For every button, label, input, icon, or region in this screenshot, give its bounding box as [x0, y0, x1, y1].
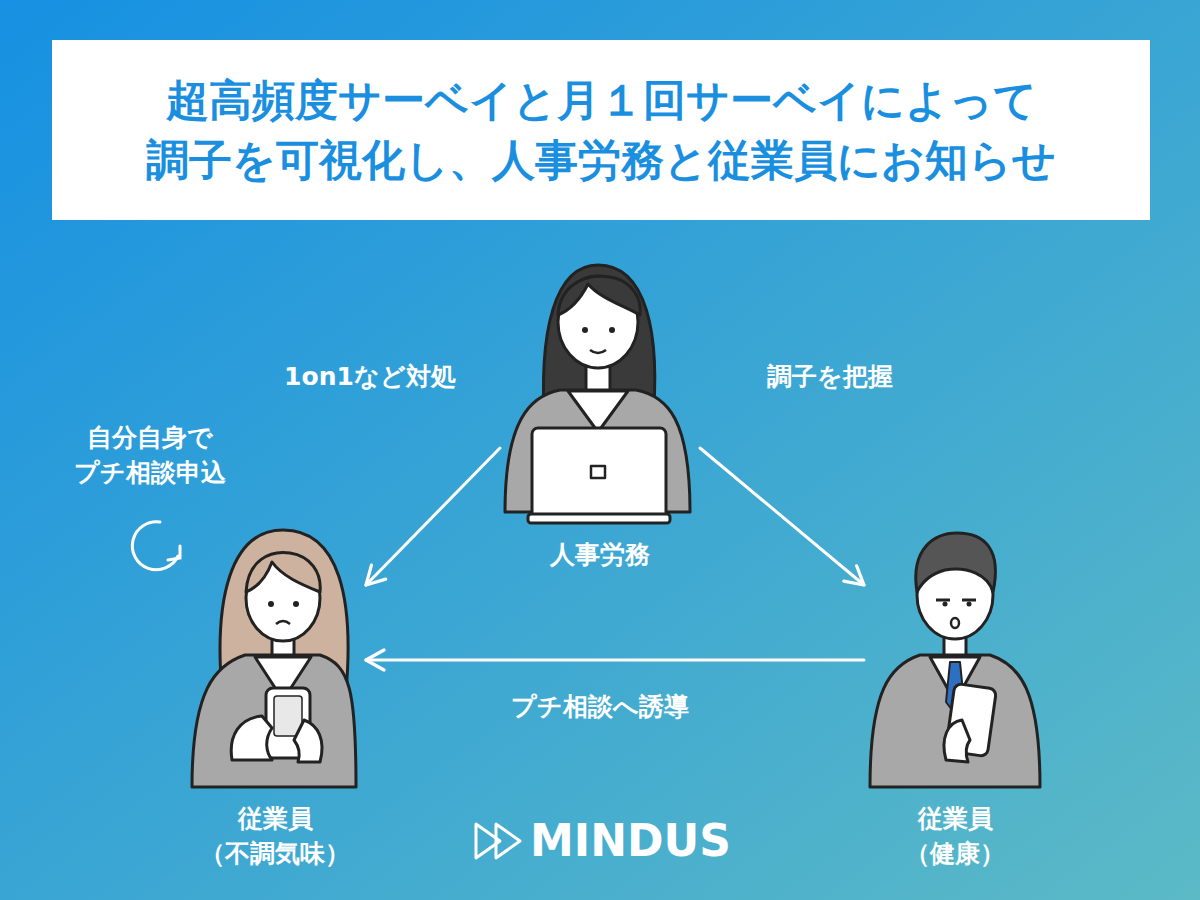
edge-label: 1on1など対処: [284, 360, 456, 393]
flow-arrow: [366, 448, 500, 585]
cycle-arrow-icon: [132, 522, 180, 570]
unwell-employee-figure-part: [231, 716, 272, 760]
hr-person-figure-part: [582, 327, 588, 333]
hr-person-figure-part: [568, 391, 628, 432]
hr-person-node: 人事労務: [500, 262, 700, 579]
hr-person-figure-part: [558, 276, 640, 315]
self-consult-note: 自分自身で プチ相談申込: [55, 420, 245, 490]
hr-person-figure-part: [609, 327, 615, 333]
healthy-employee-figure-part: [916, 533, 996, 592]
unwell-employee-node: 従業員 （不調気味）: [184, 525, 366, 877]
cycle-arrow-icon-part: [132, 522, 178, 570]
healthy-employee-node: 従業員 （健康）: [864, 525, 1046, 877]
hr-person-figure-part: [528, 514, 670, 523]
logo-text: MINDUS: [530, 810, 790, 872]
unwell-employee-figure-part: [293, 601, 299, 607]
unwell-employee-figure-part: [276, 621, 290, 624]
unwell-employee-figure-part: [294, 720, 322, 762]
hr-person-figure-part: [532, 428, 666, 520]
unwell-employee-figure: [192, 530, 356, 787]
edge-label: プチ相談へ誘導: [511, 690, 689, 723]
flow-arrow: [366, 659, 864, 662]
title-text: 超高頻度サーベイと月１回サーベイによって 調子を可視化し、人事労務と従業員にお知…: [72, 70, 1130, 190]
logo-icon-part: [496, 824, 520, 858]
person-label: 従業員 （不調気味）: [190, 802, 360, 871]
hr-person-figure-part: [591, 466, 605, 478]
person-label: 従業員 （健康）: [870, 802, 1040, 871]
unwell-employee-figure-part: [268, 601, 274, 607]
healthy-employee-figure-part: [967, 602, 972, 607]
healthy-employee-figure-part: [951, 618, 959, 628]
hr-person-figure-part: [590, 350, 606, 353]
healthy-employee-figure-part: [944, 720, 970, 762]
logo-icon: [476, 824, 520, 858]
healthy-employee-figure-part: [943, 602, 948, 607]
flow-arrow: [700, 448, 864, 585]
hr-person-figure: [505, 265, 690, 523]
healthy-employee-figure-part: [870, 655, 1040, 787]
title-box: 超高頻度サーベイと月１回サーベイによって 調子を可視化し、人事労務と従業員にお知…: [52, 40, 1150, 220]
unwell-employee-figure-part: [246, 552, 320, 592]
person-label: 人事労務: [515, 538, 685, 573]
healthy-employee-figure: [870, 533, 1040, 787]
cycle-arrow-icon-part: [168, 546, 180, 560]
unwell-employee-figure-part: [192, 655, 356, 787]
healthy-employee-figure-part: [936, 599, 976, 602]
edge-label: 調子を把握: [767, 360, 893, 393]
